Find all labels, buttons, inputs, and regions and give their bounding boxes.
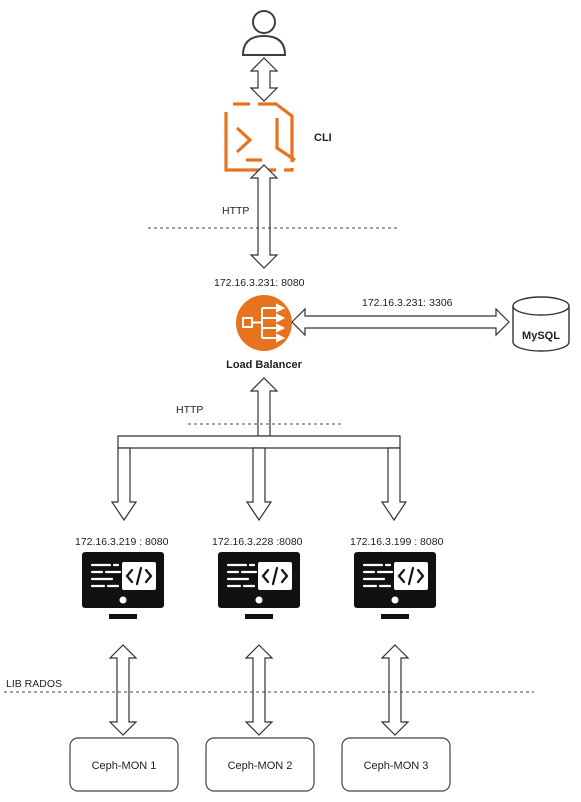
code-monitor-icon bbox=[82, 552, 164, 619]
cli-label: CLI bbox=[314, 132, 332, 144]
server-3-mon-arrow bbox=[380, 644, 410, 736]
lb-address: 172.16.3.231: 8080 bbox=[214, 277, 305, 289]
http-top-label: HTTP bbox=[222, 205, 249, 217]
server-1: 172.16.3.219 : 8080 bbox=[75, 536, 169, 619]
ceph-mon-label: Ceph-MON 2 bbox=[228, 760, 293, 772]
ceph-mon-label: Ceph-MON 1 bbox=[92, 760, 157, 772]
ceph-mon-label: Ceph-MON 3 bbox=[364, 760, 429, 772]
lib-rados-label: LIB RADOS bbox=[6, 678, 62, 690]
lb-bus-arrow bbox=[249, 377, 279, 437]
server-2: 172.16.3.228 :8080 bbox=[212, 536, 303, 619]
server-address: 172.16.3.219 : 8080 bbox=[75, 536, 169, 548]
server-1-mon-arrow bbox=[108, 644, 138, 736]
server-address: 172.16.3.199 : 8080 bbox=[350, 536, 444, 548]
distribution-bus bbox=[117, 435, 401, 449]
ceph-mon-3: Ceph-MON 3 bbox=[341, 737, 451, 792]
server-3-drop-arrow bbox=[380, 447, 408, 522]
ceph-mon-1: Ceph-MON 1 bbox=[69, 737, 179, 792]
server-3: 172.16.3.199 : 8080 bbox=[350, 536, 444, 619]
server-2-mon-arrow bbox=[244, 644, 274, 736]
load-balancer-icon bbox=[236, 295, 292, 351]
server-address: 172.16.3.228 :8080 bbox=[212, 536, 303, 548]
ceph-mon-2: Ceph-MON 2 bbox=[205, 737, 315, 792]
code-monitor-icon bbox=[218, 552, 300, 619]
code-monitor-icon bbox=[354, 552, 436, 619]
database-label: MySQL bbox=[522, 330, 560, 342]
user-cli-arrow bbox=[249, 57, 279, 102]
lb-db-arrow bbox=[291, 307, 510, 337]
user-icon bbox=[241, 10, 287, 56]
cli-lb-arrow bbox=[249, 164, 279, 269]
db-address: 172.16.3.231: 3306 bbox=[362, 297, 453, 309]
database-icon bbox=[512, 296, 570, 352]
http-lb-label: HTTP bbox=[176, 404, 203, 416]
terminal-icon bbox=[224, 102, 296, 172]
server-2-drop-arrow bbox=[245, 447, 273, 522]
load-balancer-label: Load Balancer bbox=[226, 359, 303, 371]
server-1-drop-arrow bbox=[110, 447, 138, 522]
